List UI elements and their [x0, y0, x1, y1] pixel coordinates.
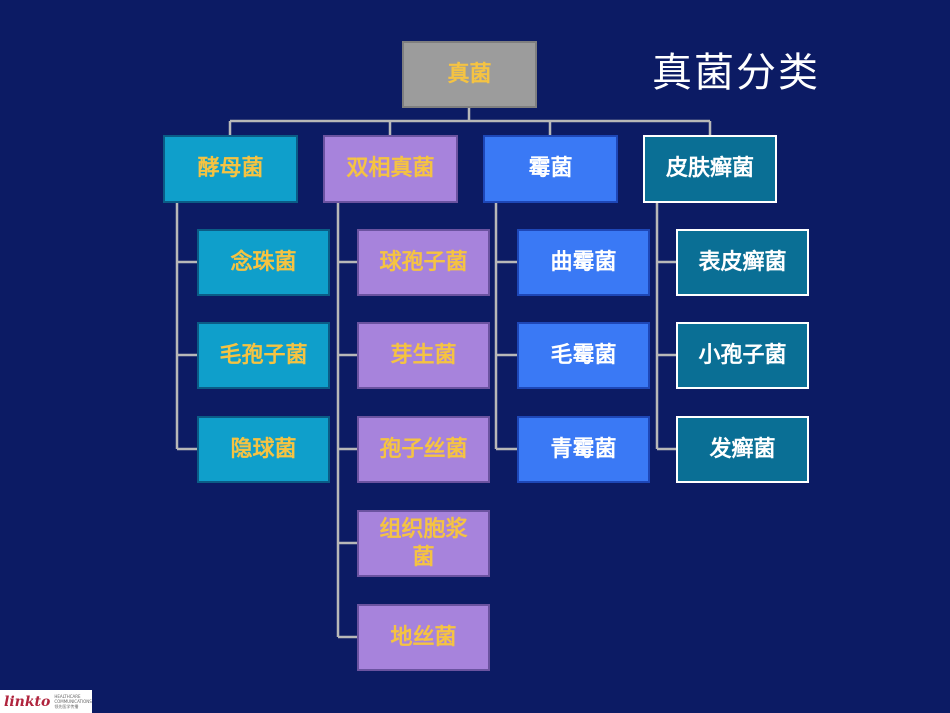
logo-wordmark: linkto — [4, 693, 51, 710]
node-mold-child: 曲霉菌 — [517, 229, 650, 296]
slide-title: 真菌分类 — [652, 50, 820, 96]
node-yeast-child: 念珠菌 — [197, 229, 330, 296]
node-dimorphic-child: 芽生菌 — [357, 322, 490, 389]
node-yeast: 酵母菌 — [163, 135, 298, 203]
node-mold-child: 青霉菌 — [517, 416, 650, 483]
node-root: 真菌 — [402, 41, 537, 108]
node-dimorphic-fungi: 双相真菌 — [323, 135, 458, 203]
node-dermatophyte-child: 小孢子菌 — [676, 322, 809, 389]
logo-tagline: HEALTHCARE COMMUNICATIONS 领先医学传播 — [54, 694, 91, 709]
logo-tagline-line: HEALTHCARE — [54, 694, 81, 699]
node-dermatophyte-child: 表皮癣菌 — [676, 229, 809, 296]
logo-tagline-line: 领先医学传播 — [54, 704, 79, 709]
node-dermatophytes: 皮肤癣菌 — [643, 135, 777, 203]
node-dimorphic-child: 孢子丝菌 — [357, 416, 490, 483]
logo-tagline-line: COMMUNICATIONS — [54, 699, 92, 704]
node-yeast-child: 毛孢子菌 — [197, 322, 330, 389]
node-dimorphic-child: 组织胞浆菌 — [357, 510, 490, 577]
node-mold: 霉菌 — [483, 135, 618, 203]
node-yeast-child: 隐球菌 — [197, 416, 330, 483]
node-mold-child: 毛霉菌 — [517, 322, 650, 389]
node-dermatophyte-child: 发癣菌 — [676, 416, 809, 483]
node-dimorphic-child: 球孢子菌 — [357, 229, 490, 296]
node-dimorphic-child: 地丝菌 — [357, 604, 490, 671]
company-logo: linkto HEALTHCARE COMMUNICATIONS 领先医学传播 — [0, 690, 92, 713]
